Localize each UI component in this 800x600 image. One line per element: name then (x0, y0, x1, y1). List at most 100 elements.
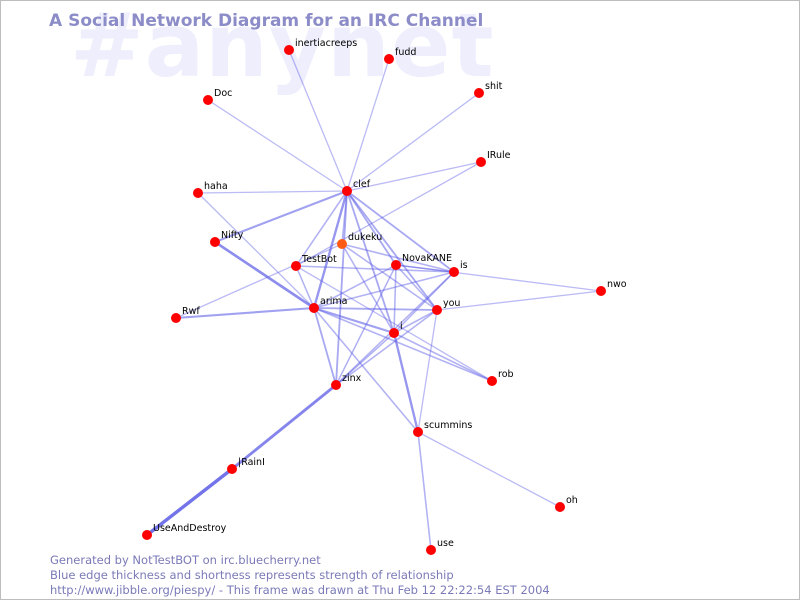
edge-clef-NovaKANE (346, 190, 397, 266)
node-dot-rob[interactable] (487, 376, 497, 386)
node-dot-UseAndDestroy[interactable] (142, 530, 152, 540)
edge-dukeku-you (341, 243, 438, 311)
node-dot-TestBot[interactable] (291, 261, 301, 271)
edge-clef-zinx (335, 190, 348, 386)
node-label-IRule: IRule (487, 150, 511, 161)
node-Doc[interactable]: Doc (203, 88, 232, 105)
edge-arima-scummins (313, 307, 419, 433)
edge-NovaKANE-nwo (395, 264, 602, 292)
node-shit[interactable]: shit (474, 81, 503, 98)
node-dot-fudd[interactable] (384, 54, 394, 64)
node-dot-IRainI[interactable] (227, 464, 237, 474)
node-label-TestBot: TestBot (301, 254, 337, 265)
node-label-Rwf: Rwf (182, 306, 200, 317)
node-dot-NovaKANE[interactable] (391, 260, 401, 270)
edge-clef-shit (346, 92, 480, 192)
node-label-i: i (400, 321, 403, 332)
node-label-scummins: scummins (424, 420, 472, 431)
edge-TestBot-arima (295, 265, 315, 309)
channel-watermark: #anynet (70, 0, 495, 97)
edge-clef-haha (197, 190, 348, 194)
edge-Rwf-arima (174, 306, 316, 320)
edge-is-i (393, 271, 455, 334)
node-you[interactable]: you (432, 298, 460, 315)
node-label-rob: rob (498, 369, 514, 380)
node-IRainI[interactable]: |RainI (227, 457, 265, 474)
node-dot-Doc[interactable] (203, 95, 213, 105)
node-label-UseAndDestroy: UseAndDestroy (153, 523, 227, 534)
edge-IRainI-UseAndDestroy (145, 467, 234, 537)
footer-legend-line: Blue edge thickness and shortness repres… (50, 568, 454, 582)
node-dot-dukeku[interactable] (337, 239, 347, 249)
edge-Rwf-dukeku (175, 243, 343, 319)
node-haha[interactable]: haha (193, 181, 228, 198)
node-dot-i[interactable] (389, 328, 399, 338)
node-is[interactable]: is (449, 260, 468, 277)
node-dot-arima[interactable] (309, 303, 319, 313)
node-dukeku[interactable]: dukeku (337, 232, 382, 249)
node-label-haha: haha (204, 181, 228, 192)
node-dot-nwo[interactable] (596, 286, 606, 296)
node-Nifty[interactable]: Nifty (210, 230, 244, 247)
node-zinx[interactable]: zinx (331, 373, 362, 390)
node-dot-zinx[interactable] (331, 380, 341, 390)
node-label-fudd: fudd (395, 47, 416, 58)
node-dot-inertiacreeps[interactable] (284, 45, 294, 55)
node-dot-oh[interactable] (555, 502, 565, 512)
node-dot-scummins[interactable] (413, 427, 423, 437)
edge-arima-rob (313, 307, 493, 382)
node-label-use: use (437, 538, 454, 549)
node-dot-clef[interactable] (342, 186, 352, 196)
node-use[interactable]: use (426, 538, 454, 555)
node-i[interactable]: i (389, 321, 403, 338)
edge-i-zinx (335, 332, 395, 386)
edge-clef-arima (312, 189, 349, 310)
node-dot-you[interactable] (432, 305, 442, 315)
node-label-is: is (460, 260, 468, 271)
node-oh[interactable]: oh (555, 495, 578, 512)
node-Rwf[interactable]: Rwf (171, 306, 200, 323)
edge-NovaKANE-i (393, 264, 397, 334)
node-label-NovaKANE: NovaKANE (402, 253, 452, 264)
edge-clef-TestBot (295, 190, 348, 267)
edge-clef-you (346, 190, 438, 311)
edge-you-i (393, 309, 438, 334)
node-label-you: you (443, 298, 460, 309)
node-dot-Rwf[interactable] (171, 313, 181, 323)
node-dot-use[interactable] (426, 545, 436, 555)
edge-layer (145, 49, 602, 551)
edge-dukeku-i (341, 243, 395, 334)
node-dot-shit[interactable] (474, 88, 484, 98)
edge-clef-IRule (346, 161, 482, 192)
node-TestBot[interactable]: TestBot (291, 254, 337, 271)
node-label-Nifty: Nifty (221, 230, 244, 241)
edge-scummins-oh (417, 431, 561, 508)
footer: Generated by NotTestBOT on irc.bluecherr… (50, 553, 550, 598)
node-label-nwo: nwo (607, 279, 627, 290)
footer-url-line: http://www.jibble.org/piespy/ - This fra… (50, 583, 550, 597)
node-IRule[interactable]: IRule (476, 150, 511, 167)
edge-clef-Doc (207, 99, 348, 192)
node-clef[interactable]: clef (342, 179, 371, 196)
node-label-arima: arima (320, 296, 347, 307)
node-scummins[interactable]: scummins (413, 420, 472, 437)
node-dot-IRule[interactable] (476, 157, 486, 167)
node-label-dukeku: dukeku (348, 232, 382, 243)
edge-IRule-TestBot (295, 161, 482, 267)
edge-arima-i (312, 306, 396, 335)
node-NovaKANE[interactable]: NovaKANE (391, 253, 452, 270)
node-label-Doc: Doc (214, 88, 232, 99)
node-dot-is[interactable] (449, 267, 459, 277)
node-inertiacreeps[interactable]: inertiacreeps (284, 38, 357, 55)
node-rob[interactable]: rob (487, 369, 514, 386)
edge-you-zinx (335, 309, 438, 386)
edge-NovaKANE-is (395, 264, 455, 273)
node-dot-Nifty[interactable] (210, 237, 220, 247)
node-nwo[interactable]: nwo (596, 279, 627, 296)
node-dot-haha[interactable] (193, 188, 203, 198)
edge-arima-you (313, 307, 438, 311)
node-arima[interactable]: arima (309, 296, 347, 313)
node-UseAndDestroy[interactable]: UseAndDestroy (142, 523, 227, 540)
node-fudd[interactable]: fudd (384, 47, 416, 64)
